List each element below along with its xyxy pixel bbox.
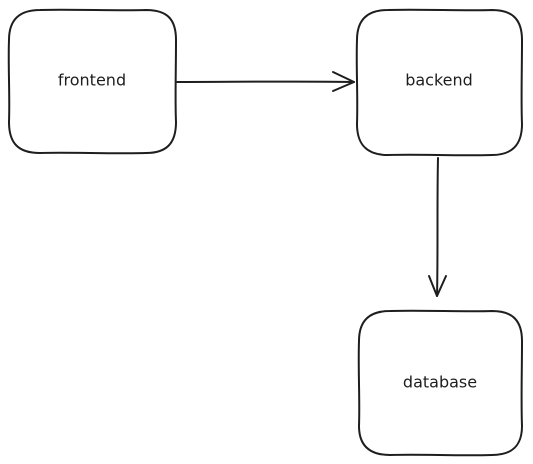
node-frontend-label: frontend (58, 71, 126, 90)
node-backend-box (355, 8, 523, 157)
edge-backend-to-database[interactable] (428, 157, 447, 297)
edge-backend-to-database-arrowhead-icon (428, 275, 447, 297)
edge-frontend-to-backend-arrowhead-icon (332, 71, 355, 92)
edge-frontend-to-backend[interactable] (176, 71, 355, 92)
node-frontend[interactable]: frontend (7, 8, 177, 155)
node-backend[interactable]: backend (355, 8, 523, 157)
node-database[interactable]: database (357, 309, 523, 457)
node-database-label: database (403, 373, 477, 392)
node-backend-label: backend (405, 71, 473, 90)
node-database-box (357, 309, 523, 457)
node-frontend-box (7, 8, 177, 155)
edge-backend-to-database-line (436, 157, 439, 297)
